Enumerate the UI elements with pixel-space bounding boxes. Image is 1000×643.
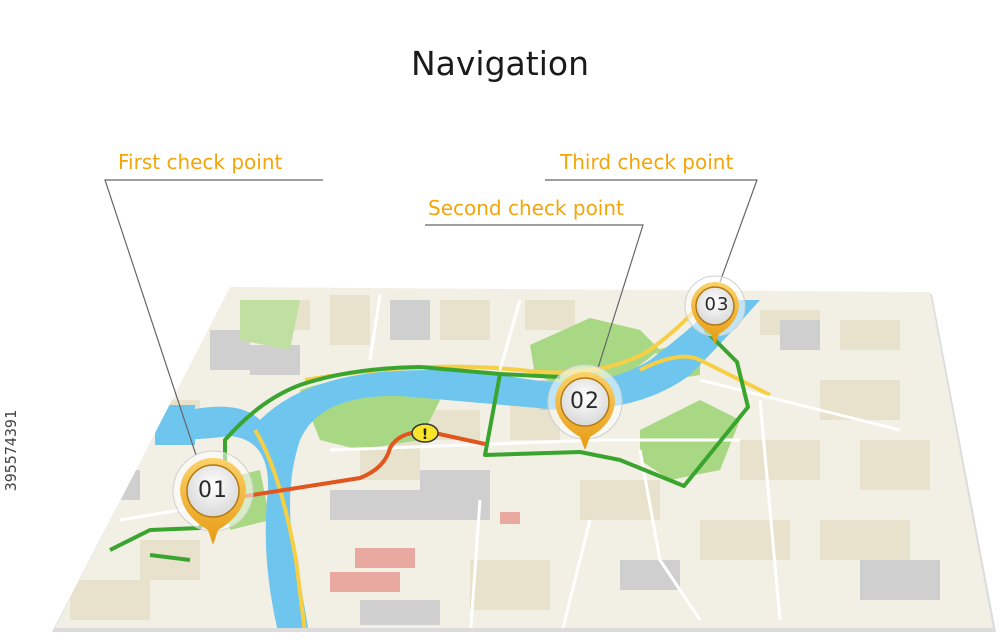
warning-marker	[411, 423, 439, 443]
callout-third-check-point: Third check point	[560, 150, 734, 174]
stock-id-watermark: 395574391	[2, 410, 20, 492]
green-route	[109, 328, 750, 562]
checkpoint-pin-02	[547, 364, 623, 450]
leader-lines	[104, 179, 758, 456]
checkpoint-label-02: 02	[570, 389, 600, 414]
checkpoint-pin-03	[684, 275, 746, 345]
page-title: Navigation	[411, 44, 589, 83]
checkpoint-pin-01	[172, 450, 254, 545]
checkpoint-label-01: 01	[198, 478, 228, 503]
checkpoint-label-03: 03	[704, 294, 730, 315]
callout-second-check-point: Second check point	[428, 196, 624, 220]
callout-first-check-point: First check point	[118, 150, 283, 174]
warning-icon: !	[422, 427, 428, 443]
